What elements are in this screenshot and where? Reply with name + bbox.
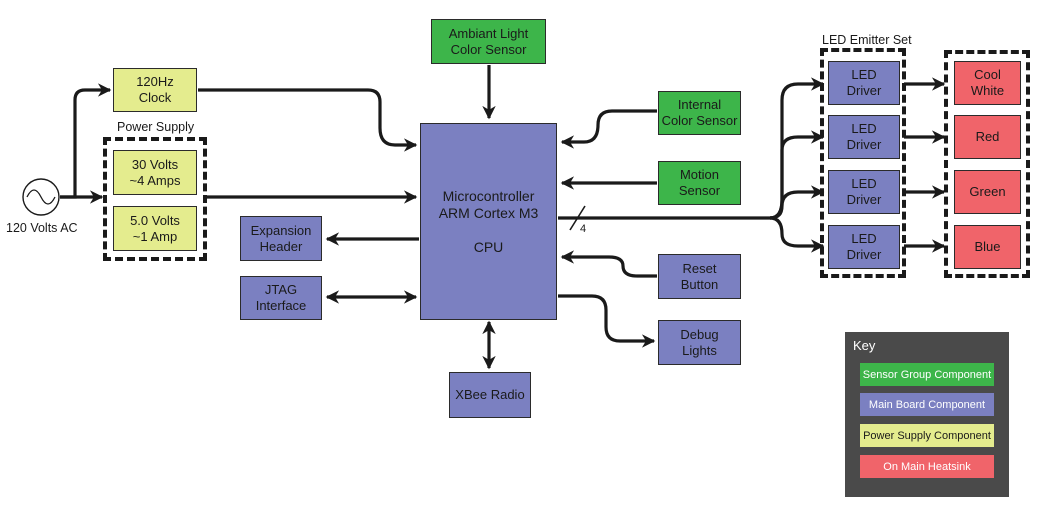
bus-to-driver-3-arrow — [769, 185, 825, 220]
led-cool-white: Cool White — [954, 61, 1021, 105]
key-main-board: Main Board Component — [860, 393, 994, 416]
key-title: Key — [853, 338, 876, 353]
led-emitter-set-label: LED Emitter Set — [822, 33, 912, 47]
bus-to-driver-1-arrow — [769, 77, 825, 220]
xbee-radio: XBee Radio — [449, 372, 531, 418]
ac-source-label: 120 Volts AC — [6, 221, 78, 235]
internal-color-to-cpu-arrow — [560, 109, 657, 149]
key-sensor-group: Sensor Group Component — [860, 363, 994, 386]
key-power-supply: Power Supply Component — [860, 424, 994, 447]
supply-30-volts: 30 Volts ~4 Amps — [113, 150, 197, 195]
led-red: Red — [954, 115, 1021, 159]
clock-120hz: 120Hz Clock — [113, 68, 197, 112]
key-heatsink: On Main Heatsink — [860, 455, 994, 478]
power-supply-label: Power Supply — [117, 120, 195, 134]
bus-to-driver-2-arrow — [769, 130, 825, 220]
power-supply-group — [103, 137, 207, 261]
led-blue: Blue — [954, 225, 1021, 269]
led-green: Green — [954, 170, 1021, 214]
jtag-interface: JTAG Interface — [240, 276, 322, 320]
bus-to-driver-4-arrow — [769, 216, 825, 253]
cpu-microcontroller: Microcontroller ARM Cortex M3 CPU — [420, 123, 557, 320]
debug-lights: Debug Lights — [658, 320, 741, 365]
bus-width-slash — [569, 205, 586, 231]
expansion-header: Expansion Header — [240, 216, 322, 261]
reset-to-cpu-arrow — [560, 250, 657, 278]
ambiant-light-color-sensor: Ambiant Light Color Sensor — [431, 19, 546, 64]
reset-button: Reset Button — [658, 254, 741, 299]
led-driver-2: LED Driver — [828, 115, 900, 159]
supply-5-volts: 5.0 Volts ~1 Amp — [113, 206, 197, 251]
led-driver-3: LED Driver — [828, 170, 900, 214]
internal-color-sensor: Internal Color Sensor — [658, 91, 741, 135]
ac-sine-wave — [26, 189, 56, 205]
ac-to-clock-arrow — [60, 83, 112, 199]
motion-sensor: Motion Sensor — [658, 161, 741, 205]
led-emitter-set-group — [820, 48, 906, 278]
bus-width-label: 4 — [580, 223, 587, 235]
clock-to-cpu-arrow — [198, 88, 418, 152]
cpu-to-debug-arrow — [558, 294, 656, 348]
led-driver-1: LED Driver — [828, 61, 900, 105]
led-heatsink-group — [944, 50, 1030, 278]
key-legend: Key Sensor Group Component Main Board Co… — [845, 332, 1009, 497]
led-driver-4: LED Driver — [828, 225, 900, 269]
